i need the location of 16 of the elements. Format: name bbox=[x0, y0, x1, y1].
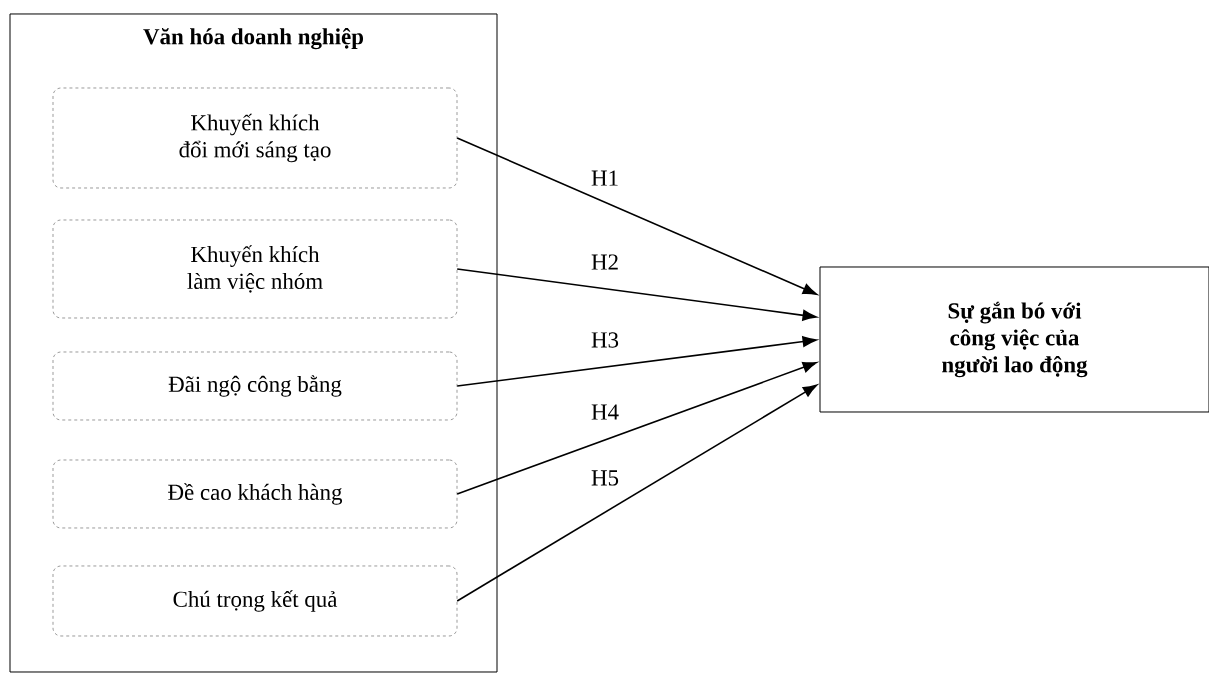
arrow bbox=[456, 268, 817, 321]
edge-label: H5 bbox=[590, 469, 620, 487]
edge-label: H2 bbox=[590, 253, 620, 271]
factor-box: Chú trọng kết quả bbox=[52, 565, 458, 637]
factor-box: Đề cao khách hàng bbox=[52, 459, 458, 529]
edge-label: H1 bbox=[590, 169, 620, 187]
factor-box: Khuyến khích đổi mới sáng tạo bbox=[52, 87, 458, 189]
arrow bbox=[456, 384, 818, 602]
factor-box: Khuyến khích làm việc nhóm bbox=[52, 219, 458, 319]
arrow bbox=[456, 137, 818, 295]
edge-label: H4 bbox=[590, 403, 620, 421]
factor-box: Đãi ngộ công bằng bbox=[52, 351, 458, 421]
arrow bbox=[456, 336, 817, 387]
outcome-box: Sự gắn bó với công việc của người lao động bbox=[819, 266, 1209, 413]
edge-label: H3 bbox=[590, 331, 620, 349]
arrow bbox=[456, 361, 818, 495]
